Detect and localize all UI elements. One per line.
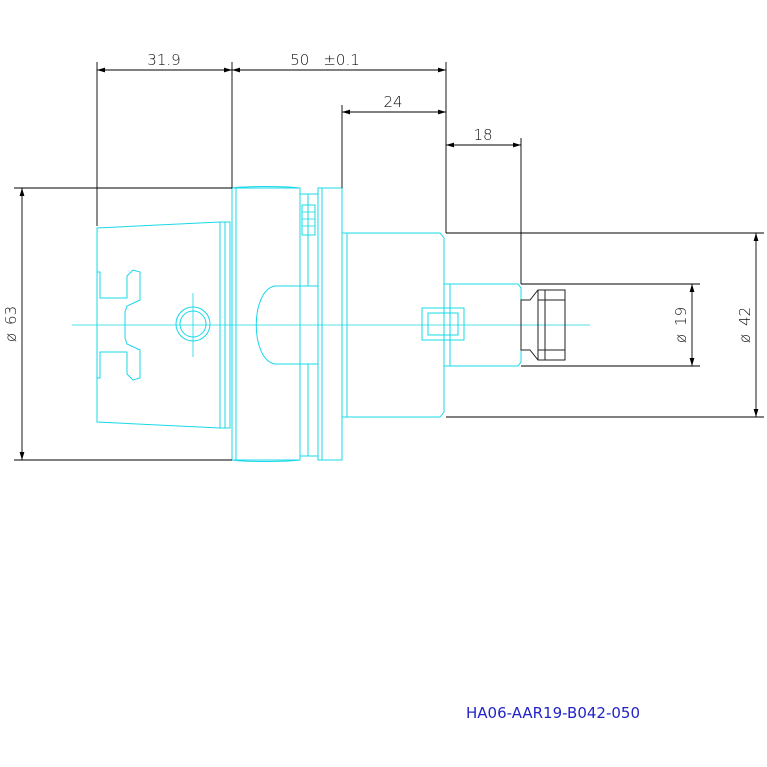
flange: [231, 187, 301, 461]
dim-label-18: 18: [473, 126, 492, 144]
gripper-groove: [299, 193, 309, 287]
dim-label-50: 50±0.1: [290, 51, 360, 69]
dimension-18: 18: [446, 126, 522, 284]
drive-slot-lower: [97, 325, 141, 381]
dim-label-dia-63: ø63: [2, 306, 20, 342]
dim-label-24: 24: [383, 93, 402, 111]
end-cap: [520, 289, 566, 361]
dim-label-dia-19: ø19: [672, 307, 690, 343]
flange-ring: [317, 187, 343, 461]
dimension-50: 50±0.1: [232, 51, 447, 233]
dimension-31-9: 31.9: [96, 51, 233, 226]
set-screw: [421, 307, 465, 341]
body: [341, 232, 445, 418]
dimension-dia-42: ø42: [446, 232, 764, 418]
dim-label-dia-42: ø42: [736, 307, 754, 343]
shank: [443, 283, 522, 367]
part-number: HA06-AAR19-B042-050: [466, 704, 640, 722]
dimension-dia-63: ø63: [2, 187, 232, 461]
central-relief: [255, 285, 300, 365]
dim-label-31-9: 31.9: [147, 51, 180, 69]
dimension-24: 24: [341, 93, 446, 188]
dimension-dia-19: ø19: [521, 283, 700, 367]
drive-slot-upper: [97, 269, 141, 325]
tool-holder-outline: [72, 186, 590, 462]
